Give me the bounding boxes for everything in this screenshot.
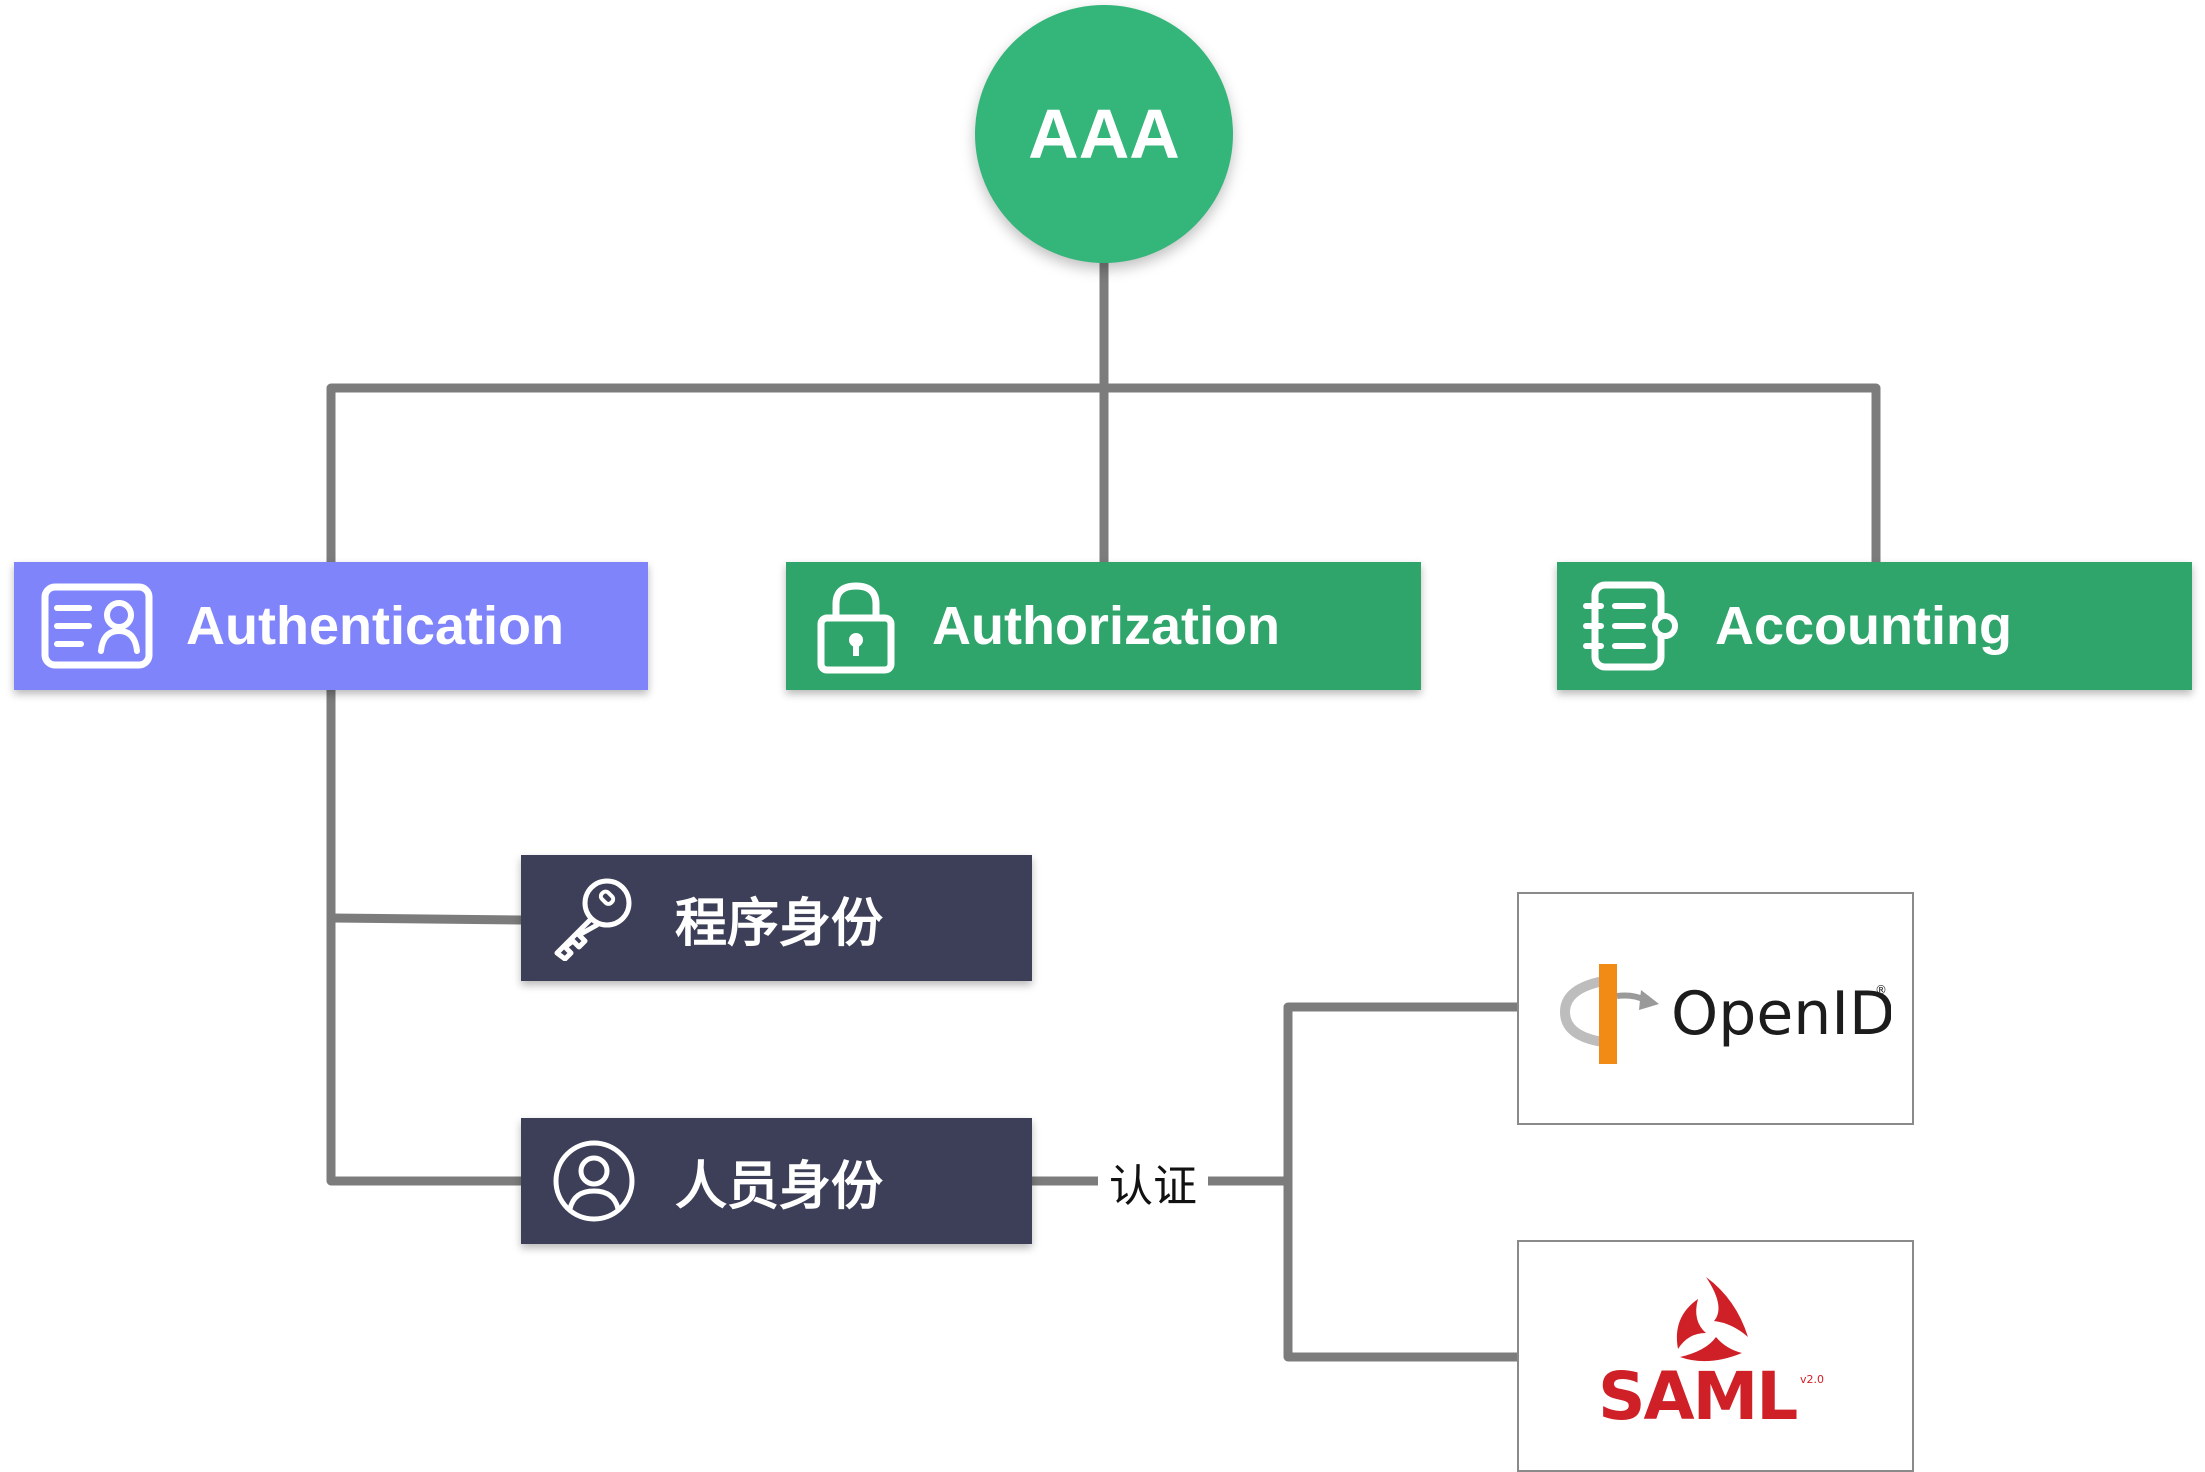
ledger-notebook-icon: [1583, 580, 1679, 672]
accounting-box: Accounting: [1557, 562, 2192, 690]
authentication-edge-label: 认证: [1098, 1156, 1208, 1212]
connector-category-bar: [326, 383, 1881, 567]
key-icon: [551, 875, 637, 961]
saml-version: v2.0: [1800, 1373, 1824, 1386]
program-identity-label: 程序身份: [675, 893, 884, 954]
person-identity-box: 人员身份: [521, 1118, 1032, 1244]
person-identity-label: 人员身份: [675, 1156, 884, 1217]
openid-arc-icon: [1559, 976, 1608, 1047]
root-label: AAA: [1028, 95, 1180, 173]
openid-registered-mark: ®: [1875, 983, 1887, 997]
root-node-aaa: AAA: [975, 5, 1233, 263]
openid-wordmark: OpenID: [1671, 979, 1891, 1049]
saml-logo-card: SAML v2.0: [1517, 1240, 1914, 1472]
saml-logo: SAML v2.0: [1598, 1277, 1824, 1435]
id-card-icon: [40, 582, 154, 670]
padlock-icon: [814, 578, 898, 674]
program-identity-box: 程序身份: [521, 855, 1032, 981]
connector-program-branch: [326, 913, 526, 925]
connector-logo-bracket: [1283, 1002, 1522, 1362]
connector-auth-trunk: [326, 685, 526, 1186]
authentication-label: Authentication: [186, 596, 564, 656]
authorization-label: Authorization: [932, 596, 1280, 656]
openid-logo-card: OpenID ®: [1517, 892, 1914, 1125]
accounting-label: Accounting: [1715, 596, 2012, 656]
person-circle-icon: [551, 1138, 637, 1224]
saml-triangle-icon: [1676, 1277, 1748, 1362]
saml-wordmark: SAML: [1598, 1358, 1797, 1435]
openid-logo: OpenID ®: [1559, 963, 1891, 1064]
authentication-box: Authentication: [14, 562, 648, 690]
authorization-box: Authorization: [786, 562, 1421, 690]
